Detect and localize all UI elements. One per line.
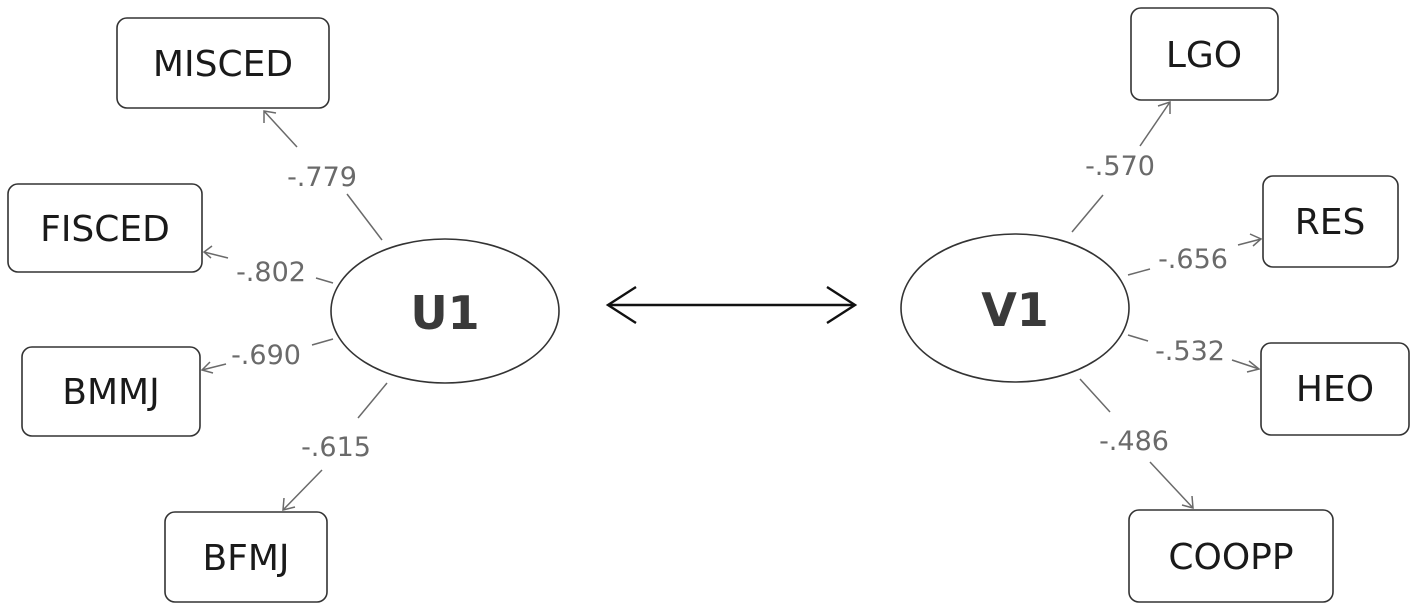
left-var-bmmj: BMMJ [21,346,201,437]
coef-bmmj: -.690 [231,340,301,371]
latent-v1: V1 [900,233,1130,383]
correlation-arrow [605,285,858,325]
coef-fisced: -.802 [236,257,306,288]
path-u1-bfmj [282,382,388,511]
coef-bfmj: -.615 [301,432,371,463]
var-res-label: RES [1295,202,1366,243]
var-heo-label: HEO [1296,369,1374,410]
path-u1-bmmj [200,338,334,374]
latent-v1-label: V1 [981,283,1049,337]
right-var-coopp: COOPP [1128,509,1334,603]
coef-misced: -.779 [287,162,357,193]
path-v1-coopp [1079,378,1194,510]
left-var-misced: MISCED [116,17,330,109]
coef-coopp: -.486 [1099,426,1169,457]
var-bfmj-label: BFMJ [202,538,289,579]
right-var-res: RES [1262,175,1399,268]
left-var-fisced: FISCED [7,183,203,273]
var-fisced-label: FISCED [40,209,170,250]
latent-u1-label: U1 [410,286,479,340]
right-var-lgo: LGO [1130,7,1279,101]
latent-u1: U1 [330,238,560,384]
path-v1-lgo [1071,100,1171,233]
coef-lgo: -.570 [1085,151,1155,182]
left-var-bfmj: BFMJ [164,511,328,603]
coef-res: -.656 [1158,244,1228,275]
path-u1-misced [263,110,383,241]
coef-heo: -.532 [1155,336,1225,367]
var-coopp-label: COOPP [1168,537,1293,578]
path-v1-res [1127,233,1263,276]
var-lgo-label: LGO [1166,35,1242,76]
path-v1-heo [1127,334,1261,373]
right-var-heo: HEO [1260,342,1410,436]
var-misced-label: MISCED [153,44,293,85]
var-bmmj-label: BMMJ [62,372,159,413]
path-u1-fisced [202,245,334,284]
